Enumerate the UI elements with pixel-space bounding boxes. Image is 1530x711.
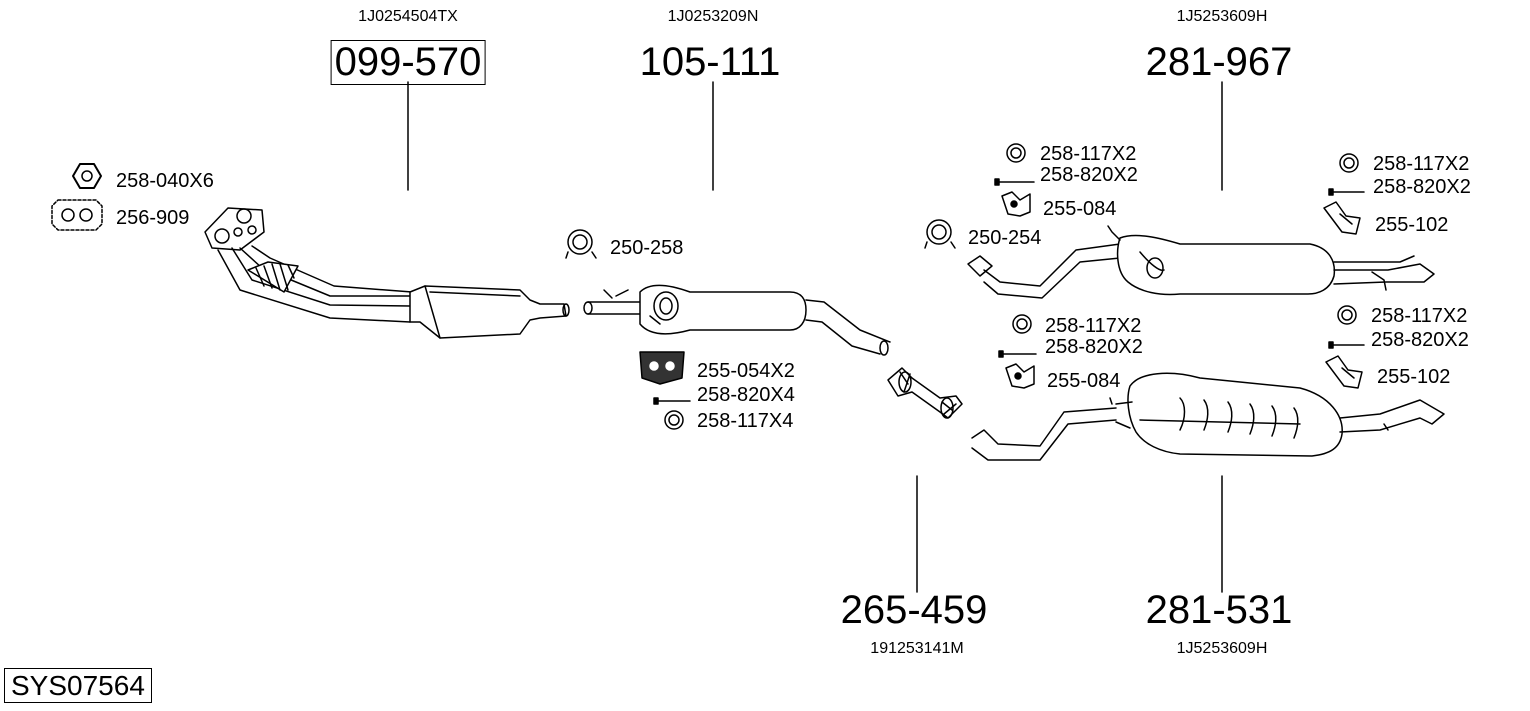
middle-silencer-drawing [583, 284, 891, 356]
accessory-label[interactable]: 258-117X2 [1040, 143, 1137, 165]
accessory-label[interactable]: 258-040X6 [116, 170, 214, 192]
part-number[interactable]: 099-570 [330, 40, 486, 85]
washer-icon [1012, 314, 1032, 334]
accessory-label[interactable]: 255-054X2 [697, 360, 795, 382]
bolt-icon [1328, 188, 1365, 196]
part-number[interactable]: 265-459 [840, 588, 988, 632]
rear-silencer-upper-drawing [967, 225, 1435, 299]
accessory-label[interactable]: 258-117X2 [1373, 153, 1470, 175]
diagram-id: SYS07564 [4, 668, 152, 703]
accessory-label[interactable]: 250-258 [610, 237, 684, 259]
rubber-mount-icon [639, 351, 685, 385]
accessory-label[interactable]: 258-820X2 [1040, 164, 1138, 186]
nut-icon [72, 163, 102, 189]
hanger-bracket-icon [1325, 355, 1363, 389]
accessory-label[interactable]: 258-117X2 [1045, 315, 1142, 337]
accessory-label[interactable]: 255-102 [1375, 214, 1449, 236]
oe-number: 1J0253209N [667, 8, 759, 25]
bolt-icon [653, 397, 691, 405]
flange-gasket-icon [51, 199, 103, 231]
oe-number: 1J5253609H [1176, 640, 1268, 657]
accessory-label[interactable]: 258-117X2 [1371, 305, 1468, 327]
accessory-label[interactable]: 255-084 [1047, 370, 1121, 392]
accessory-label[interactable]: 258-820X2 [1045, 336, 1143, 358]
accessory-label[interactable]: 258-820X2 [1371, 329, 1469, 351]
bolt-icon [994, 178, 1035, 186]
accessory-label[interactable]: 258-117X4 [697, 410, 794, 432]
clamp-icon [924, 219, 956, 249]
accessory-label[interactable]: 258-820X4 [697, 384, 795, 406]
part-number[interactable]: 105-111 [639, 40, 781, 84]
bolt-icon [1328, 341, 1365, 349]
washer-icon [1337, 305, 1357, 325]
connecting-pipe-drawing [887, 367, 963, 419]
part-number[interactable]: 281-967 [1145, 40, 1293, 84]
oe-number: 191253141M [870, 640, 964, 657]
accessory-label[interactable]: 256-909 [116, 207, 190, 229]
accessory-label[interactable]: 255-084 [1043, 198, 1117, 220]
clamp-icon [565, 229, 597, 259]
bolt-icon [998, 350, 1037, 358]
hanger-bracket-icon [1323, 201, 1361, 235]
washer-icon [1006, 143, 1026, 163]
part-number[interactable]: 281-531 [1145, 588, 1293, 632]
catalytic-converter-drawing [204, 207, 570, 339]
accessory-label[interactable]: 250-254 [968, 227, 1042, 249]
rear-silencer-lower-drawing [971, 372, 1445, 461]
washer-icon [664, 410, 684, 430]
oe-number: 1J0254504TX [358, 8, 458, 25]
hanger-icon [1001, 191, 1031, 217]
hanger-icon [1005, 363, 1035, 389]
oe-number: 1J5253609H [1176, 8, 1268, 25]
accessory-label[interactable]: 258-820X2 [1373, 176, 1471, 198]
washer-icon [1339, 153, 1359, 173]
accessory-label[interactable]: 255-102 [1377, 366, 1451, 388]
